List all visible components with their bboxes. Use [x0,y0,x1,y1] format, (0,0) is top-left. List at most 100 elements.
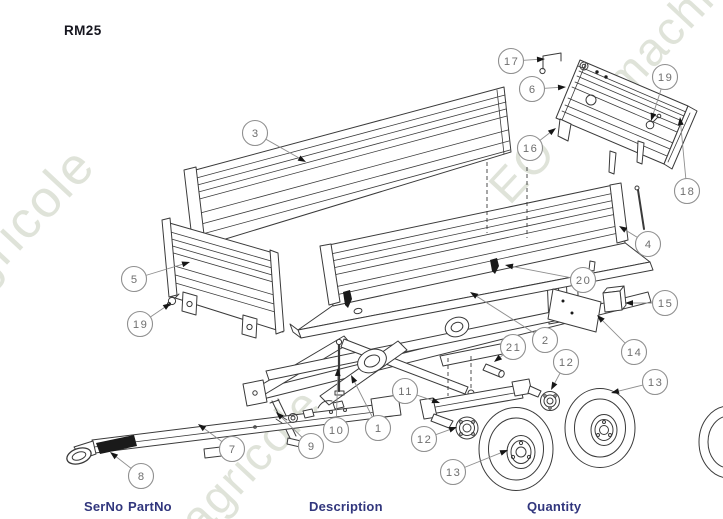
tailgate-latch-rod [539,52,562,75]
callout-balloon [364,414,392,442]
front-panel-removed [161,217,285,339]
callout-2: 2 [470,292,559,354]
page-title: RM25 [64,23,102,38]
callout-balloon [497,47,525,75]
callout-balloon [641,368,669,396]
callout-balloon [516,134,544,162]
callout-number: 21 [506,342,522,354]
tailgate-bolt [645,113,662,130]
callout-balloon [126,310,154,338]
callout-number: 15 [658,298,674,310]
side-panel-right-mounted [319,182,645,308]
callout-number: 6 [529,84,535,96]
callout-balloon [651,63,679,91]
callout-16: 16 [516,128,556,162]
callout-number: 5 [131,274,137,286]
callout-balloon [218,435,246,463]
alignment-dashes-tailgate [486,155,528,238]
callout-balloon [391,377,419,405]
callout-number: 2 [542,335,548,347]
callout-1: 1 [351,375,392,442]
watermark-text: agricole [0,136,106,320]
callout-19: 19 [650,63,679,121]
callout-number: 7 [229,444,235,456]
alignment-dashes-axle [447,356,472,396]
callout-balloon [531,326,559,354]
cargo-bed [289,241,654,339]
callout-3: 3 [241,119,306,162]
callout-layer: 17 6 19 16 18 3 5 19 4 20 15 14 2 21 11 12 12 13 13 1 10 9 7 8 [110,47,701,490]
callout-balloon [651,289,679,317]
callout-13: 13 [439,450,508,486]
callout-balloon [120,265,148,293]
callout-18: 18 [673,117,701,205]
callout-12: 12 [551,348,580,390]
tailgate-removed [555,59,698,175]
callout-number: 12 [417,434,433,446]
wheel-right-rear-edge [698,406,723,478]
hitch-ring [66,435,137,465]
callout-balloon [297,432,325,460]
wheel-left [478,407,554,491]
callout-10: 10 [322,368,350,444]
wheel-hub-right [540,391,560,411]
callout-balloon [634,230,662,258]
callout-11: 11 [391,377,440,405]
callout-number: 9 [308,441,314,453]
callout-7: 7 [198,424,246,463]
callout-5: 5 [120,261,190,293]
callout-6: 6 [518,75,566,103]
callout-12: 12 [410,425,457,453]
callout-14: 14 [597,315,648,366]
callout-balloon [673,177,701,205]
axle-beam [419,378,542,429]
callout-number: 3 [252,128,258,140]
callout-number: 17 [504,56,520,68]
column-header-quantity: Quantity [527,499,582,514]
callout-15: 15 [625,289,679,317]
callout-balloon [410,425,438,453]
callout-number: 11 [398,386,413,398]
callout-number: 8 [138,471,144,483]
callout-number: 10 [329,425,345,437]
callout-4: 4 [619,226,662,258]
wheel-right [564,388,636,468]
column-header-serno: SerNo [84,499,124,514]
column-header-description: Description [309,499,383,514]
axle-pin [482,363,505,378]
callout-number: 19 [133,319,149,331]
callout-17: 17 [497,47,545,75]
callout-balloon [518,75,546,103]
callout-number: 4 [645,239,651,251]
callout-8: 8 [110,452,155,490]
callout-21: 21 [494,333,527,362]
callout-balloon [439,458,467,486]
callout-balloon [241,119,269,147]
callout-number: 16 [523,143,539,155]
callout-balloon [620,338,648,366]
callout-balloon [569,266,597,294]
callout-balloon [499,333,527,361]
callout-balloon [322,416,350,444]
callout-number: 14 [627,347,643,359]
callout-number: 20 [576,275,592,287]
callout-number: 13 [648,377,664,389]
callout-13: 13 [611,368,669,396]
mounting-bracket [602,285,627,313]
front-panel-bolt [166,293,180,307]
column-header-partno: PartNo [128,499,172,514]
mudflap [547,288,602,333]
callout-balloon [127,462,155,490]
callout-number: 18 [680,186,696,198]
callout-balloon [552,348,580,376]
callout-number: 1 [375,423,381,435]
callout-number: 12 [559,357,575,369]
wheel-hub-left [455,416,479,440]
prop-stand [334,338,345,396]
callout-20: 20 [505,263,597,294]
callout-number: 19 [658,72,674,84]
side-panel-left-removed [183,86,512,249]
callout-9: 9 [276,412,325,460]
